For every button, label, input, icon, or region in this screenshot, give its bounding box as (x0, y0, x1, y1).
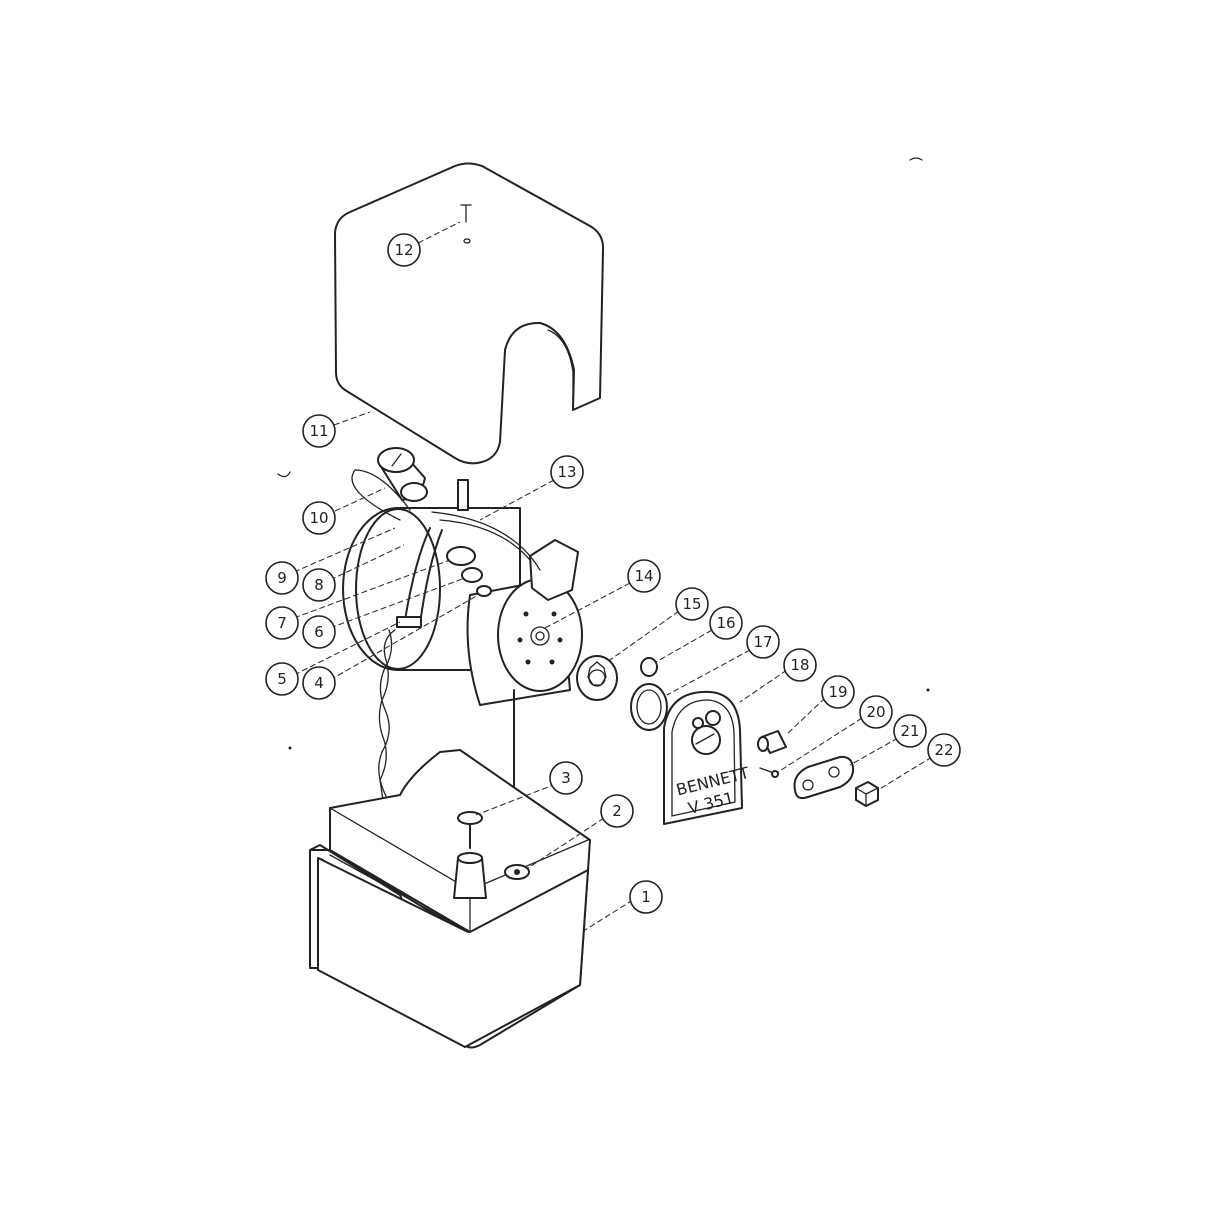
callout-circle (600, 794, 634, 828)
callout-label: 8 (314, 576, 324, 594)
callout-circle (629, 880, 663, 914)
callout-label: 14 (634, 567, 653, 585)
nut-part (855, 781, 879, 807)
callout-18: 18 (783, 648, 817, 682)
callout-4: 4 (302, 666, 336, 700)
callout-11: 11 (302, 414, 336, 448)
callout-circle (893, 714, 927, 748)
callout-circle (302, 568, 336, 602)
callout-label: 4 (314, 674, 324, 692)
callout-circle (387, 233, 421, 267)
callout-label: 6 (314, 623, 324, 641)
callout-circle (627, 559, 661, 593)
leader-lines (293, 221, 933, 931)
callout-circle (783, 648, 817, 682)
callout-7: 7 (265, 606, 299, 640)
callout-label: 21 (900, 722, 919, 740)
pump-base-part (329, 749, 591, 933)
callout-16: 16 (709, 606, 743, 640)
solenoid-part (377, 447, 428, 502)
callout-label: 2 (612, 802, 622, 820)
fitting-part (757, 730, 787, 754)
callout-circle (859, 695, 893, 729)
callout-circle (549, 761, 583, 795)
callout-17: 17 (746, 625, 780, 659)
callout-circle (746, 625, 780, 659)
cover-screw-part (460, 204, 472, 244)
callout-label: 5 (277, 670, 287, 688)
callout-6: 6 (302, 615, 336, 649)
callout-circle (302, 666, 336, 700)
callout-22: 22 (927, 733, 961, 767)
link-plate-part (793, 755, 855, 800)
callout-circle (265, 662, 299, 696)
callout-label: 11 (309, 422, 328, 440)
callout-label: 15 (682, 595, 701, 613)
callout-label: 9 (277, 569, 287, 587)
callout-3: 3 (549, 761, 583, 795)
small-screw-part (759, 767, 779, 778)
callout-label: 12 (394, 241, 413, 259)
callout-10: 10 (302, 501, 336, 535)
callout-label: 10 (309, 509, 328, 527)
callout-9: 9 (265, 561, 299, 595)
callout-20: 20 (859, 695, 893, 729)
callout-2: 2 (600, 794, 634, 828)
callout-12: 12 (387, 233, 421, 267)
callout-1: 1 (629, 880, 663, 914)
cover-part (334, 162, 605, 465)
callout-label: 13 (557, 463, 576, 481)
callout-circle (302, 501, 336, 535)
callout-circle (302, 414, 336, 448)
callout-label: 19 (828, 683, 847, 701)
callout-label: 7 (277, 614, 287, 632)
callout-label: 20 (866, 703, 885, 721)
callout-19: 19 (821, 675, 855, 709)
callout-13: 13 (550, 455, 584, 489)
callout-circle (675, 587, 709, 621)
callout-circle (927, 733, 961, 767)
small-ring-part (640, 657, 658, 677)
callout-21: 21 (893, 714, 927, 748)
callout-8: 8 (302, 568, 336, 602)
callout-label: 3 (561, 769, 571, 787)
callout-circle (821, 675, 855, 709)
callout-label: 22 (934, 741, 953, 759)
callout-label: 16 (716, 614, 735, 632)
callout-14: 14 (627, 559, 661, 593)
o-ring-part (630, 683, 668, 731)
callout-circle (265, 561, 299, 595)
coupling-part (576, 655, 618, 701)
callout-label: 18 (790, 656, 809, 674)
callout-circle (265, 606, 299, 640)
motor-part (342, 469, 583, 801)
callout-5: 5 (265, 662, 299, 696)
callout-label: 1 (641, 888, 651, 906)
callout-label: 17 (753, 633, 772, 651)
end-plate-part: BENNETT V 351 (663, 690, 751, 825)
callout-circle (550, 455, 584, 489)
callout-15: 15 (675, 587, 709, 621)
callout-circle (709, 606, 743, 640)
callout-circle (302, 615, 336, 649)
